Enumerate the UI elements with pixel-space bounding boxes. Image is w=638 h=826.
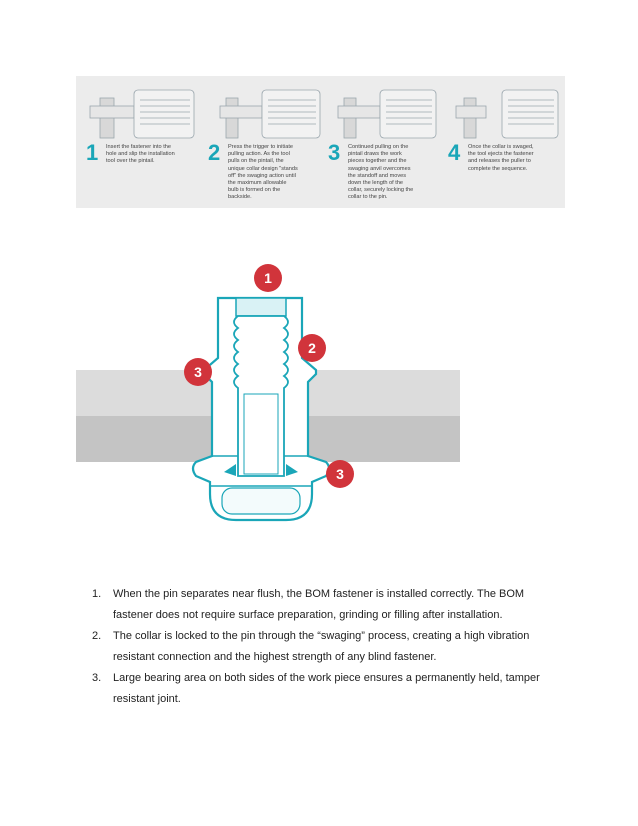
list-item-text: When the pin separates near flush, the B… (113, 588, 525, 621)
step-1-text: Insert the fastener into the hole and sl… (106, 144, 175, 165)
step-1-illustration (89, 89, 195, 139)
callout-3-bottom: 3 (326, 460, 354, 488)
step-3-text: Continued pulling on the pintail draws t… (348, 144, 414, 201)
callout-1: 1 (254, 264, 282, 292)
list-item-text: Large bearing area on both sides of the … (113, 672, 540, 705)
callout-3-bottom-label: 3 (336, 466, 344, 482)
list-item-text: The collar is locked to the pin through … (113, 630, 530, 663)
callout-3-left: 3 (184, 358, 212, 386)
list-item-number: 1. (92, 588, 102, 600)
benefits-list: 1. When the pin separates near flush, th… (92, 584, 552, 710)
step-2-text: Press the trigger to initiate pulling ac… (228, 144, 298, 201)
step-4-text: Once the collar is swaged, the tool ejec… (468, 144, 534, 172)
step-1-number: 1 (86, 140, 99, 165)
installation-steps-panel: 1 Insert the fastener into the hole and … (76, 76, 565, 208)
step-3-illustration (337, 89, 437, 139)
installation-illustrations (89, 89, 559, 139)
list-item: 1. When the pin separates near flush, th… (92, 584, 552, 626)
step-2-illustration (219, 89, 321, 139)
step-3-number: 3 (328, 140, 341, 165)
list-item: 3. Large bearing area on both sides of t… (92, 668, 552, 710)
callout-2: 2 (298, 334, 326, 362)
callout-1-label: 1 (264, 270, 272, 286)
step-4-illustration (455, 89, 559, 139)
list-item-number: 2. (92, 630, 102, 642)
pin (224, 297, 298, 477)
step-4-number: 4 (448, 140, 461, 165)
callout-3-left-label: 3 (194, 364, 202, 380)
callout-2-label: 2 (308, 340, 316, 356)
fastener-cross-section: 1 2 3 3 (76, 264, 460, 522)
list-item: 2. The collar is locked to the pin throu… (92, 626, 552, 668)
fastener-cross-section-diagram: 1 2 3 3 (76, 258, 460, 528)
step-2-number: 2 (208, 140, 221, 165)
list-item-number: 3. (92, 672, 102, 684)
